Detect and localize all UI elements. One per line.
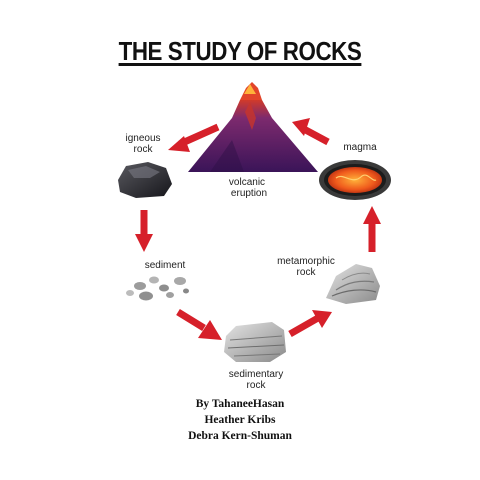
igneous-rock-label-2: rock bbox=[134, 144, 154, 155]
magma-illustration bbox=[319, 160, 391, 200]
volcanic-eruption-label: volcanic bbox=[229, 177, 265, 188]
arrow-metamorphic-to-magma bbox=[363, 206, 381, 252]
page-title: THE STUDY OF ROCKS bbox=[118, 36, 362, 66]
author-credits: By TahaneeHasan Heather Kribs Debra Kern… bbox=[0, 396, 480, 444]
igneous-rock-illustration bbox=[118, 162, 172, 198]
arrow-sedimentary-to-metamorphic bbox=[288, 310, 332, 338]
magma-label: magma bbox=[343, 142, 377, 153]
sediment-label: sediment bbox=[145, 260, 186, 271]
metamorphic-rock-label-2: rock bbox=[297, 267, 317, 278]
cycle-arrows bbox=[135, 118, 381, 340]
author-line-1: By TahaneeHasan bbox=[195, 398, 285, 410]
metamorphic-rock-label: metamorphic bbox=[277, 256, 335, 267]
igneous-rock-label: igneous bbox=[125, 133, 160, 144]
arrow-magma-to-volcano bbox=[292, 118, 330, 146]
arrow-volcano-to-igneous bbox=[168, 123, 220, 152]
volcano-illustration bbox=[188, 82, 318, 172]
author-line-2: Heather Kribs bbox=[204, 414, 276, 426]
arrow-igneous-to-sediment bbox=[135, 210, 153, 252]
sedimentary-rock-label-2: rock bbox=[247, 380, 267, 391]
author-line-3: Debra Kern-Shuman bbox=[188, 430, 292, 442]
sedimentary-rock-illustration bbox=[224, 322, 286, 362]
metamorphic-rock-illustration bbox=[326, 264, 380, 304]
sediment-illustration bbox=[126, 276, 189, 301]
sedimentary-rock-label: sedimentary bbox=[229, 369, 283, 380]
volcanic-eruption-label-2: eruption bbox=[231, 188, 267, 199]
arrow-sediment-to-sedimentary bbox=[176, 309, 222, 340]
